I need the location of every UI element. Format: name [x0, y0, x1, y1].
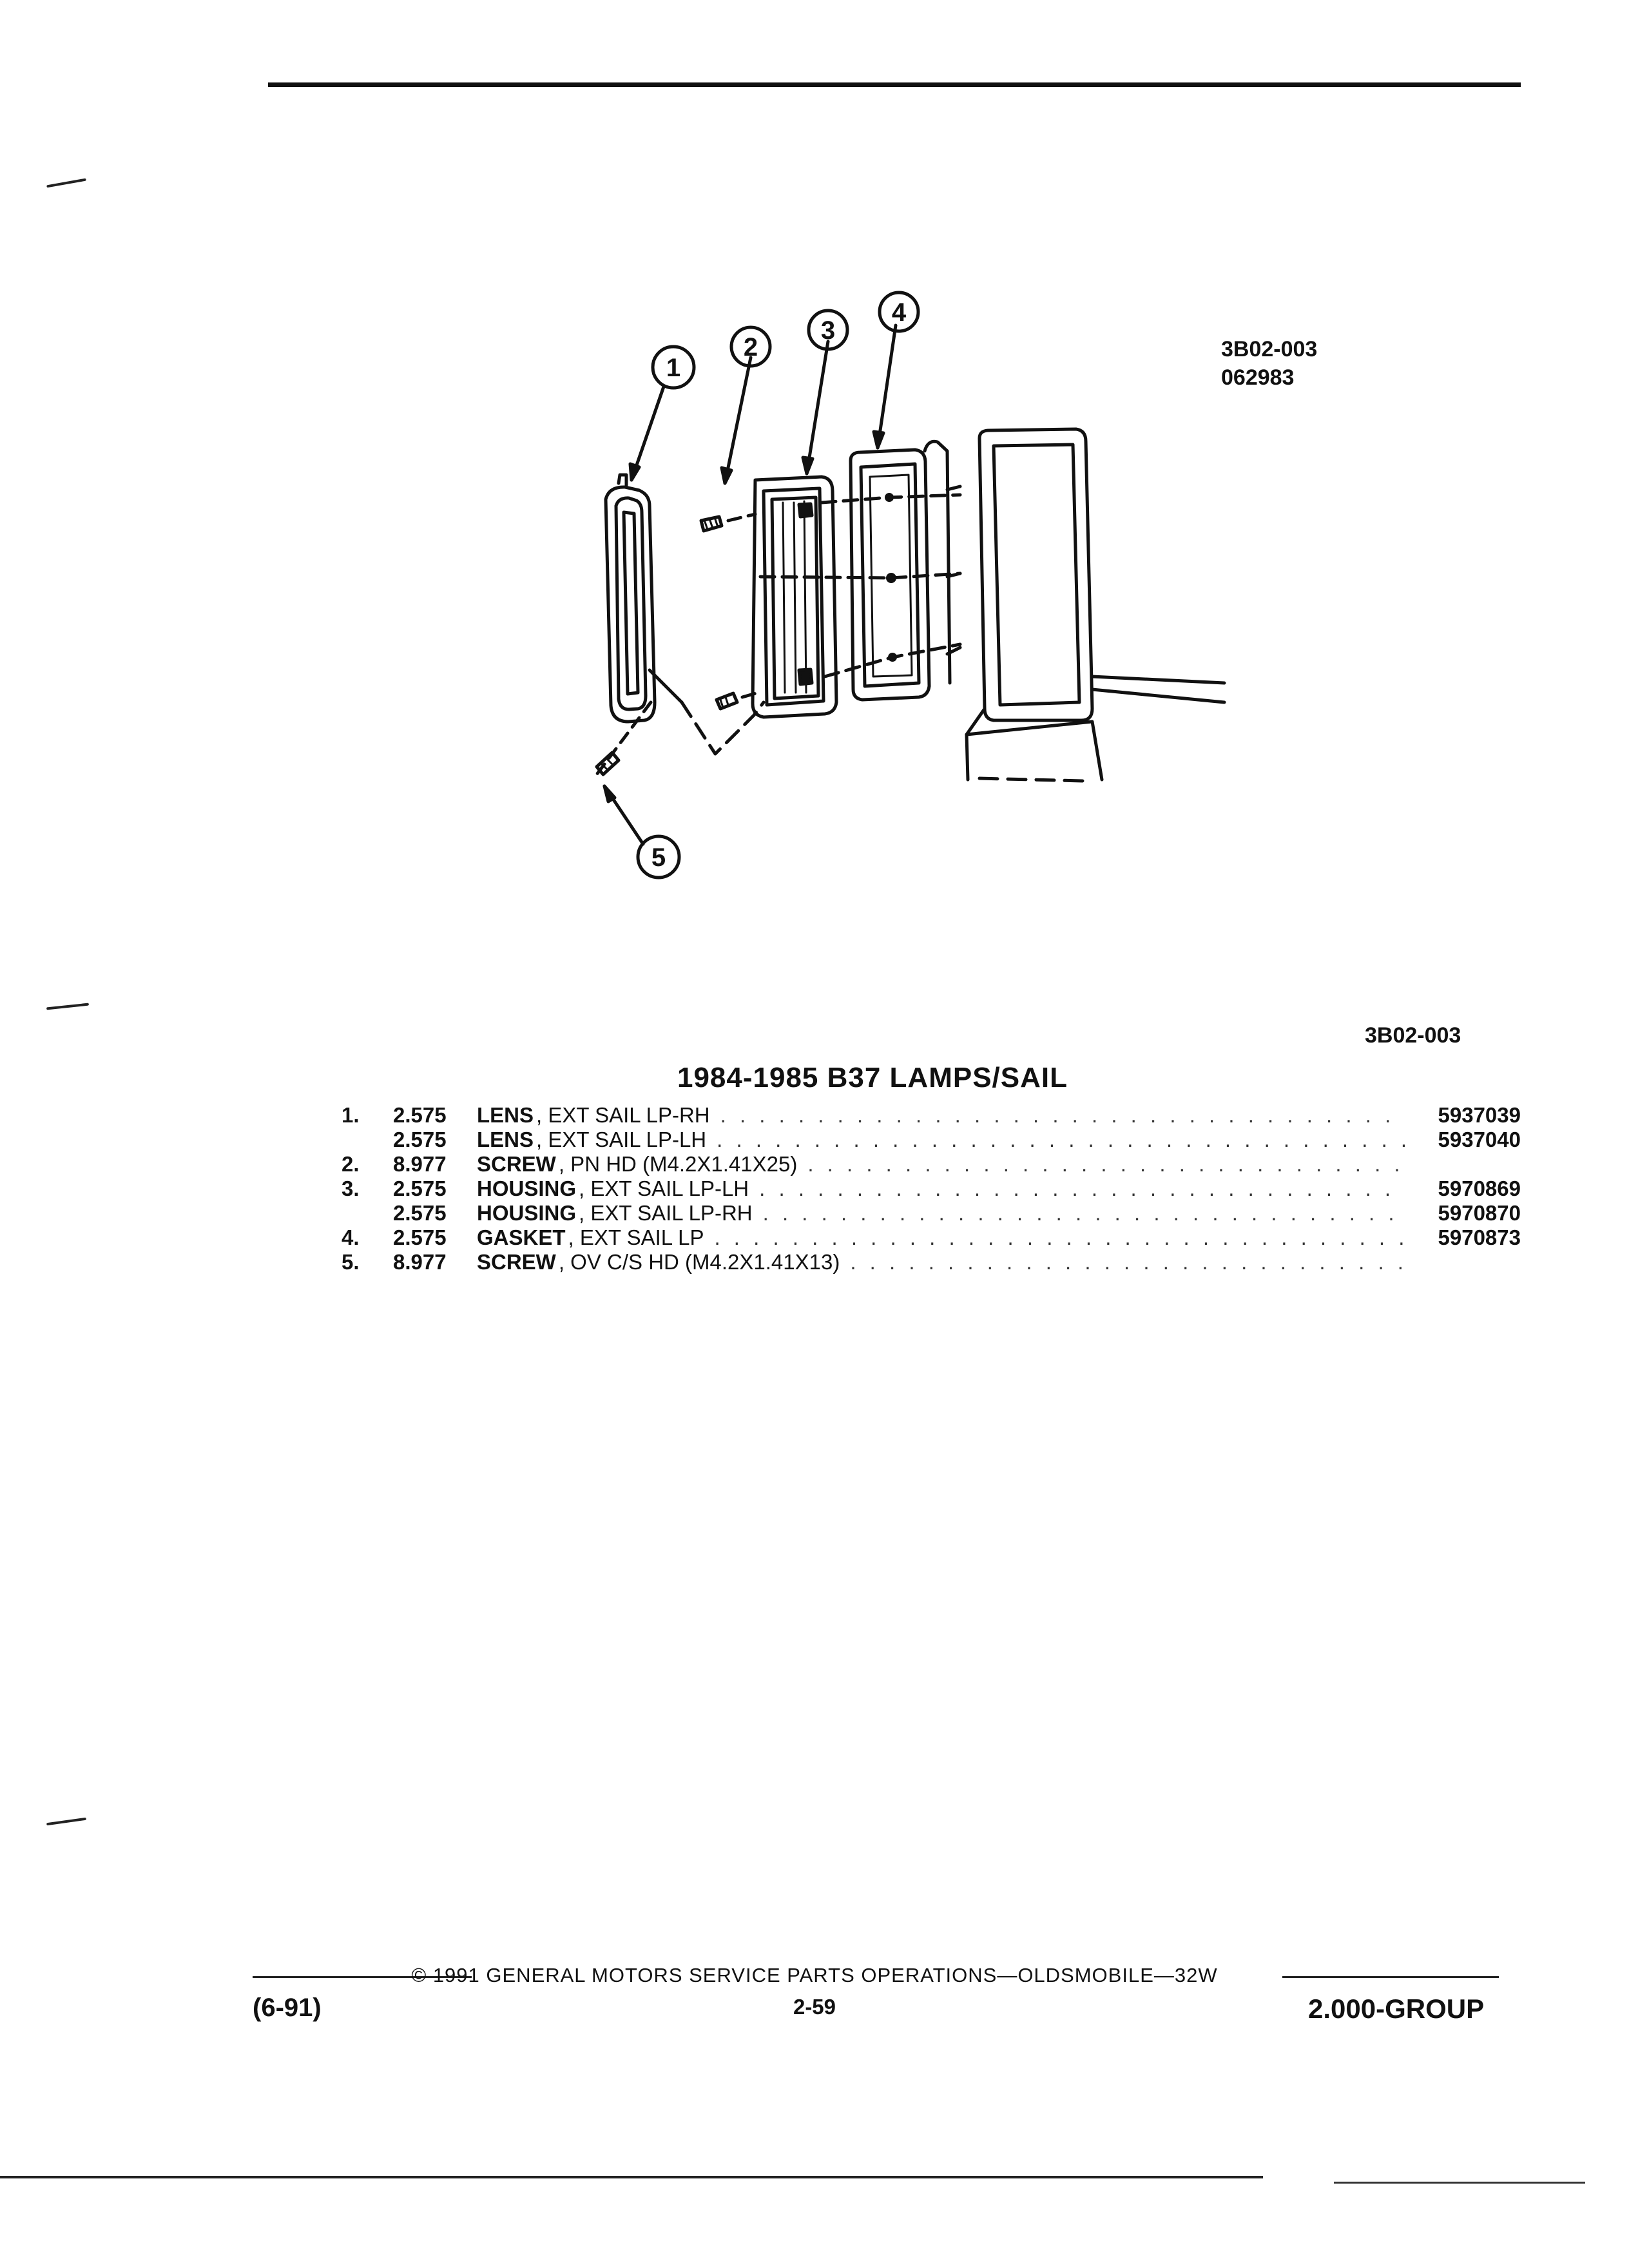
parts-row: 1. 2.575 LENS, EXT SAIL LP-RH . . . . . .…: [342, 1103, 1521, 1128]
callout-label-2: 2: [744, 333, 758, 361]
section-title: 1984-1985 B37 LAMPS/SAIL: [677, 1062, 1068, 1093]
alignment-line: [823, 642, 962, 678]
callout-5: [636, 834, 681, 879]
part-description: HOUSING, EXT SAIL LP-LH . . . . . . . . .…: [477, 1177, 1405, 1201]
copyright-notice: © 1991 GENERAL MOTORS SERVICE PARTS OPER…: [411, 1964, 1218, 1986]
callout-1: [651, 345, 696, 390]
callout-label-4: 4: [892, 298, 907, 327]
part-detail: , EXT SAIL LP: [568, 1225, 704, 1249]
callout-label-5: 5: [651, 843, 666, 872]
part-description: HOUSING, EXT SAIL LP-RH . . . . . . . . .…: [477, 1201, 1405, 1225]
part-number: 5970873: [1438, 1225, 1521, 1249]
part-name: GASKET: [477, 1225, 566, 1249]
item-index: 2.: [342, 1152, 360, 1176]
parts-row: 2.575 HOUSING, EXT SAIL LP-RH . . . . . .…: [342, 1201, 1521, 1225]
bottom-rule-right: [1334, 2182, 1585, 2184]
part-name: SCREW: [477, 1152, 556, 1176]
section-code: 3B02-003: [1365, 1023, 1461, 1048]
part-description: LENS, EXT SAIL LP-RH . . . . . . . . . . …: [477, 1103, 1405, 1128]
part-detail: , EXT SAIL LP-RH: [579, 1201, 753, 1225]
leader-4: [876, 323, 898, 450]
alignment-line: [758, 572, 962, 580]
item-index: 1.: [342, 1103, 360, 1127]
part-name: LENS: [477, 1103, 534, 1127]
callout-label-3: 3: [821, 316, 835, 345]
callout-3: [807, 309, 849, 351]
group-number: 2.575: [393, 1177, 447, 1200]
leader-dots: . . . . . . . . . . . . . . . . . . . . …: [717, 1128, 1405, 1151]
callout-2: [729, 325, 772, 368]
parts-row: 5. 8.977 SCREW, OV C/S HD (M4.2X1.41X13)…: [342, 1250, 1521, 1274]
parts-row: 2. 8.977 SCREW, PN HD (M4.2X1.41X25) . . …: [342, 1152, 1521, 1177]
part-name: HOUSING: [477, 1177, 577, 1200]
callout-4: [878, 291, 920, 333]
section-title-wrap: 1984-1985 B37 LAMPS/SAIL: [0, 1062, 1629, 1094]
part-detail: , EXT SAIL LP-LH: [579, 1177, 749, 1200]
part-number: 5937039: [1438, 1103, 1521, 1127]
footer-rule-left: [253, 1976, 472, 1978]
callout-label-1: 1: [666, 354, 680, 382]
part-detail: , PN HD (M4.2X1.41X25): [558, 1152, 798, 1176]
parts-row: 4. 2.575 GASKET, EXT SAIL LP . . . . . . …: [342, 1225, 1521, 1250]
leader-1: [630, 385, 666, 482]
part-detail: , EXT SAIL LP-LH: [536, 1128, 707, 1151]
group-number: 2.575: [393, 1128, 447, 1151]
part-detail: , OV C/S HD (M4.2X1.41X13): [558, 1250, 840, 1274]
part-number: 5970869: [1438, 1177, 1521, 1200]
part-name: LENS: [477, 1128, 534, 1151]
parts-row: 2.575 LENS, EXT SAIL LP-LH . . . . . . . …: [342, 1128, 1521, 1152]
leader-dots: . . . . . . . . . . . . . . . . . . . . …: [720, 1103, 1405, 1127]
group-number: 8.977: [393, 1250, 447, 1274]
part-name: SCREW: [477, 1250, 556, 1274]
leader-dots: . . . . . . . . . . . . . . . . . . . . …: [762, 1201, 1405, 1225]
part-number: 5937040: [1438, 1128, 1521, 1151]
housing-part: [751, 475, 838, 719]
group-number: 2.575: [393, 1225, 447, 1249]
margin-mark: [46, 1003, 90, 1010]
part-description: SCREW, PN HD (M4.2X1.41X25) . . . . . . .…: [477, 1152, 1405, 1177]
leader-dots: . . . . . . . . . . . . . . . . . . . . …: [714, 1225, 1405, 1249]
screw-2-lower: [715, 690, 762, 711]
margin-mark: [46, 1817, 86, 1826]
alignment-line: [820, 493, 962, 505]
footer-rule-right: [1282, 1976, 1499, 1978]
item-index: 4.: [342, 1225, 360, 1249]
margin-mark: [46, 178, 86, 188]
group-number: 8.977: [393, 1152, 447, 1176]
group-code: 2.000-GROUP: [1308, 1994, 1485, 2024]
exploded-view-diagram: 1 2 3 4 5: [591, 291, 1226, 879]
top-rule: [268, 82, 1521, 87]
item-index: 3.: [342, 1177, 360, 1200]
leader-dots: . . . . . . . . . . . . . . . . . . . . …: [759, 1177, 1405, 1200]
leader-3: [805, 340, 830, 476]
part-detail: , EXT SAIL LP-RH: [536, 1103, 710, 1127]
group-number: 2.575: [393, 1201, 447, 1225]
bottom-rule: [0, 2176, 1263, 2178]
figure-date: 062983: [1221, 365, 1295, 390]
figure-code-block: 3B02-003 062983: [1221, 335, 1317, 392]
group-number: 2.575: [393, 1103, 447, 1127]
part-number: 5970870: [1438, 1201, 1521, 1225]
part-name: HOUSING: [477, 1201, 577, 1225]
page-number: 2-59: [793, 1995, 836, 2019]
leader-2: [723, 356, 753, 485]
item-index: 5.: [342, 1250, 360, 1274]
lens-part: [604, 473, 684, 724]
part-description: LENS, EXT SAIL LP-LH . . . . . . . . . . …: [477, 1128, 1405, 1152]
alignment-line: [591, 700, 653, 782]
leader-dots: . . . . . . . . . . . . . . . . . . . . …: [807, 1152, 1405, 1176]
leader-dots: . . . . . . . . . . . . . . . . . . . . …: [850, 1250, 1405, 1274]
part-description: SCREW, OV C/S HD (M4.2X1.41X13) . . . . .…: [477, 1250, 1405, 1274]
figure-code: 3B02-003: [1221, 337, 1318, 361]
revision-date: (6-91): [253, 1994, 322, 2022]
sail-panel: [923, 427, 1226, 783]
parts-list: 1. 2.575 LENS, EXT SAIL LP-RH. . . . . .…: [342, 1103, 1521, 1274]
screw-2-upper: [699, 512, 757, 533]
alignment-line: [680, 700, 766, 756]
parts-row: 3. 2.575 HOUSING, EXT SAIL LP-LH . . . . …: [342, 1177, 1521, 1201]
part-description: GASKET, EXT SAIL LP . . . . . . . . . . .…: [477, 1225, 1405, 1250]
